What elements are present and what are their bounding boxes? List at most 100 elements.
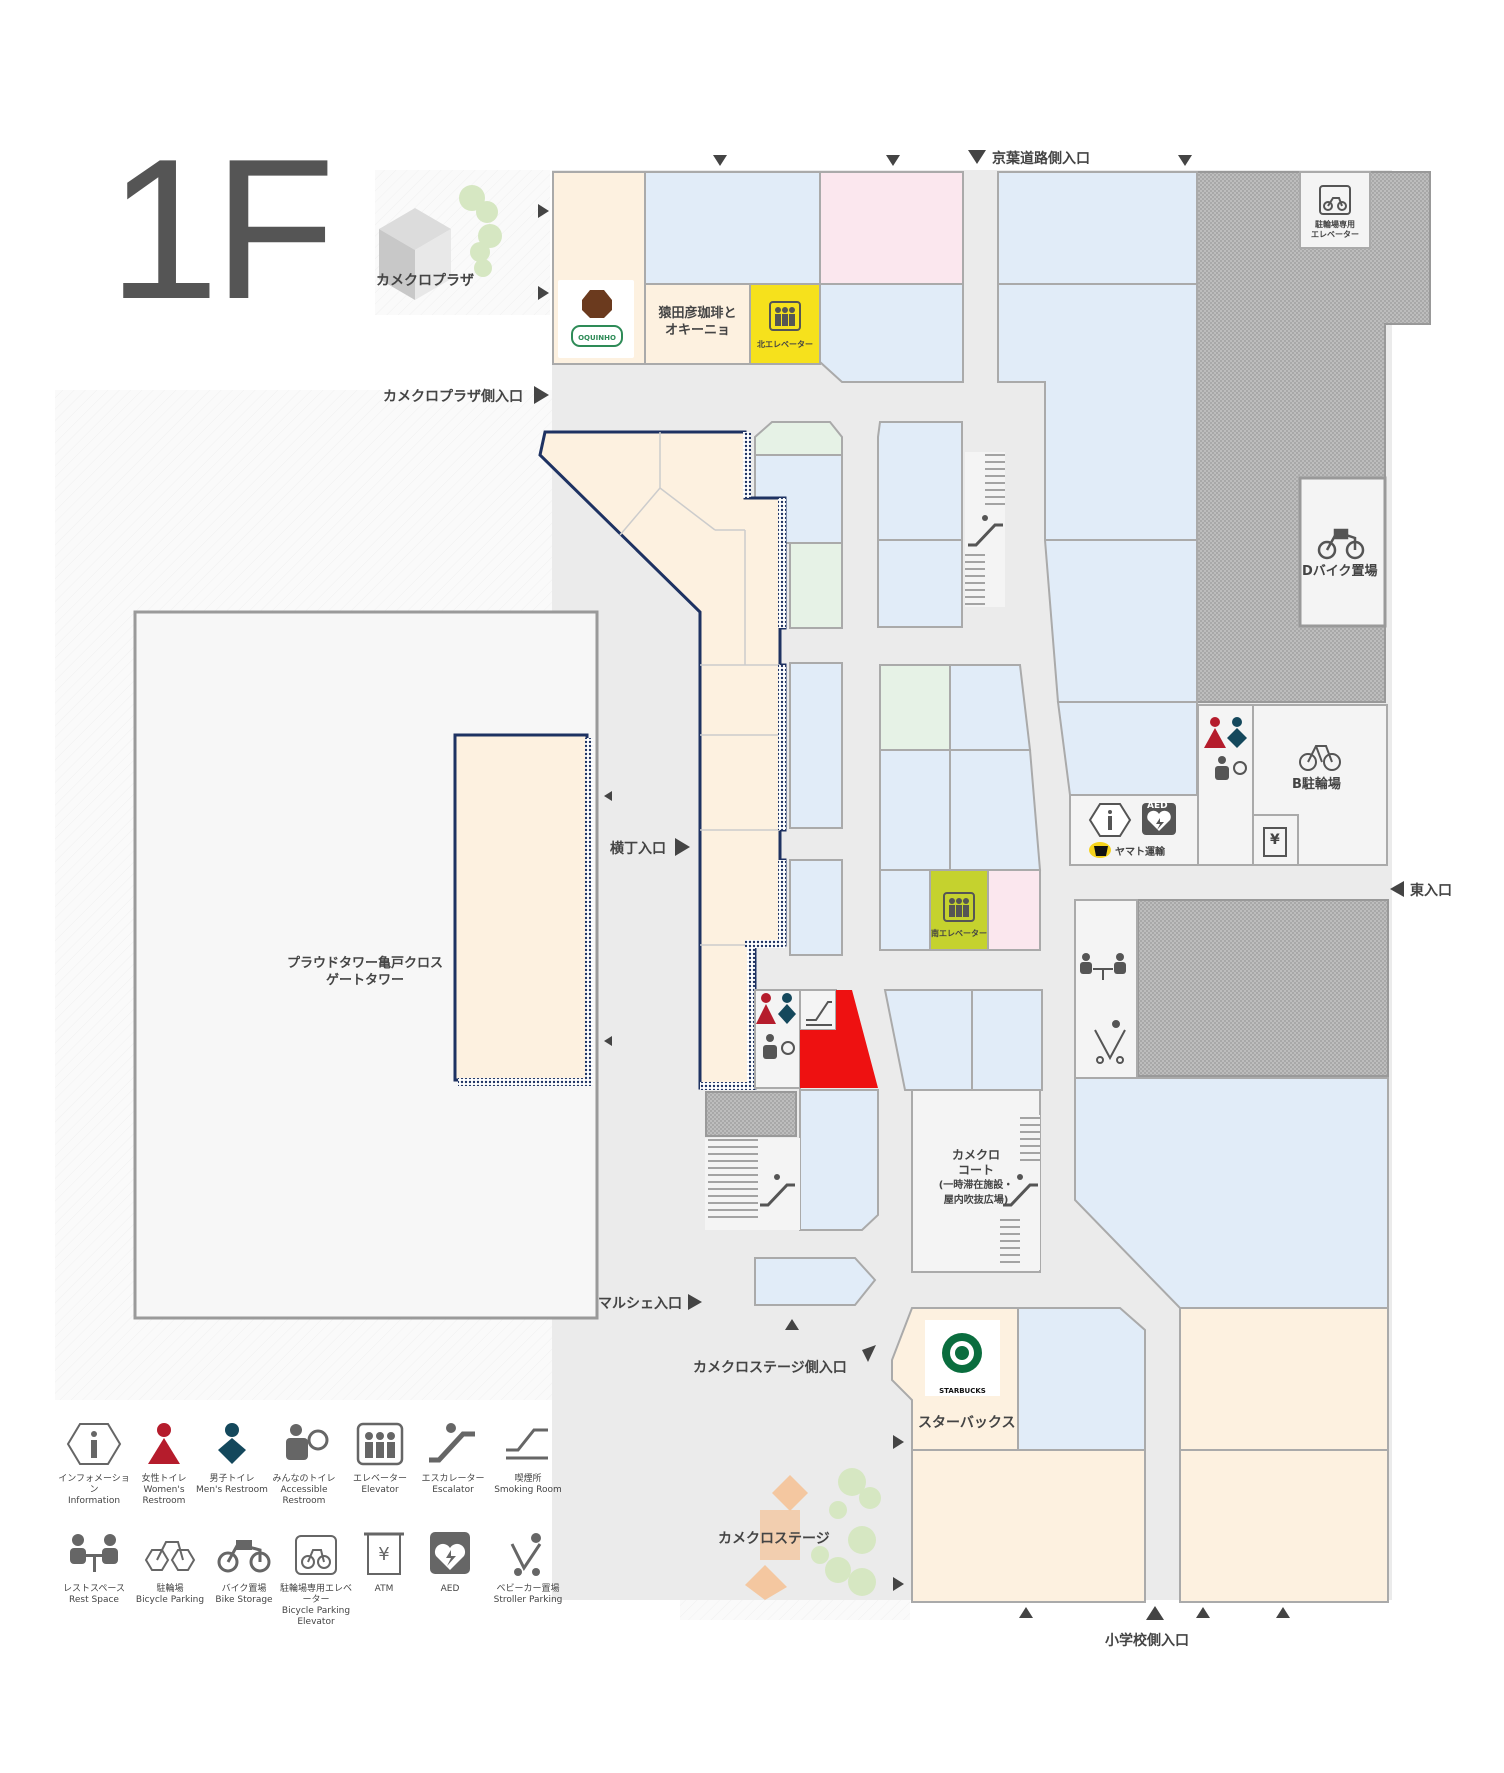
shop-south-blue-3	[754, 1257, 877, 1306]
shop-mid-blue-3	[879, 749, 951, 871]
b-bicycle-parking-icon	[1299, 745, 1341, 771]
entrance-higashi-label[interactable]: 東入口	[1410, 883, 1452, 899]
smoking-room-red-area	[800, 990, 878, 1088]
legend-en: Information	[67, 1496, 121, 1506]
smoking-room-icon	[506, 1428, 548, 1460]
escalator-court	[1000, 1115, 1040, 1270]
legend-en: Rest Space	[69, 1595, 119, 1605]
starbucks-logo-text: STARBUCKS	[939, 1387, 986, 1395]
restroom-box-west	[754, 989, 801, 1089]
legend-ja: 駐輪場	[156, 1584, 184, 1594]
entrance-kamekuro-plaza-side-label[interactable]: カメクロプラザ側入口	[383, 389, 523, 405]
shop-sarutahiko-label[interactable]: 猿田彦珈琲と オキーニョ	[645, 305, 750, 339]
parking-area-small	[705, 1091, 797, 1137]
atm-symbol: ¥	[1270, 832, 1280, 848]
bicycle-parking-elevator-icon	[295, 1535, 337, 1575]
legend-ja: エレベーター	[352, 1474, 407, 1484]
entrance-elementary-school-side-label[interactable]: 小学校側入口	[1105, 1633, 1189, 1649]
entrance-marche-label[interactable]: マルシェ入口	[598, 1296, 682, 1312]
shop-center-green-2	[789, 542, 843, 629]
legend-ja: 喫煙所	[514, 1474, 542, 1484]
bicycle-elevator-line1: 駐輪場専用	[1315, 220, 1355, 229]
tower-inner-shop	[453, 733, 589, 1082]
south-elevator-label: 南エレベーター	[931, 929, 987, 938]
entrance-keiyo-road-label[interactable]: 京葉道路側入口	[992, 151, 1090, 167]
shop-south-blue-2	[799, 1089, 879, 1231]
d-bike-storage-area	[1298, 476, 1387, 628]
rest-space-box	[1074, 899, 1138, 1079]
legend-ja: バイク置場	[221, 1584, 267, 1594]
entrance-kamekuro-stage-side-label[interactable]: カメクロステージ側入口	[693, 1360, 847, 1376]
restroom-box-east	[1197, 704, 1254, 866]
entrance-yokocho-label[interactable]: 横丁入口	[610, 841, 666, 857]
svg-text:¥: ¥	[378, 1544, 389, 1565]
atm-icon	[1263, 827, 1287, 857]
mens-restroom-icon-west	[778, 993, 796, 1024]
womens-restroom-icon-west	[756, 993, 776, 1024]
womens-restroom-icon	[148, 1423, 180, 1464]
legend-ja: インフォメーション	[58, 1474, 130, 1495]
shop-southeast-beige-1	[1179, 1307, 1389, 1451]
legend-en: AED	[440, 1584, 460, 1594]
aed-icon	[1142, 803, 1176, 835]
shop-starbucks-label[interactable]: スターバックス	[918, 1415, 1016, 1431]
d-bike-storage-label: Dバイク置場	[1302, 564, 1378, 579]
bicycle-parking-elevator-label: 駐輪場専用 エレベーター	[1300, 220, 1370, 240]
kamekuro-court-label: カメクロ コート (一時滞在施設・ 屋内吹抜広場)	[912, 1148, 1040, 1208]
shop-center-blue-2	[789, 662, 843, 829]
plaza-trees	[459, 185, 502, 277]
legend-ja: ベビーカー置場	[496, 1584, 560, 1594]
legend-ja: みんなのトイレ	[272, 1474, 336, 1484]
accessible-restroom-icon-west	[763, 1034, 795, 1059]
kamekuro-stage-blocks	[745, 1475, 808, 1600]
tower-label-line1: プラウドタワー亀戸クロス	[286, 956, 443, 971]
mens-restroom-icon-east	[1227, 717, 1247, 748]
starbucks-logo	[925, 1320, 1000, 1396]
legend-atm: ¥ ATM	[344, 1530, 424, 1595]
legend-ja: 女性トイレ	[141, 1474, 187, 1484]
legend-en: Escalator	[432, 1485, 474, 1495]
bicycle-elevator-line2: エレベーター	[1311, 230, 1359, 239]
shop-south-beige-stage	[911, 1449, 1146, 1603]
aed-map-label: AED	[1147, 801, 1168, 811]
legend-en: Elevator	[361, 1485, 399, 1495]
smoking-room-icon	[806, 1001, 832, 1026]
legend-aed: AED	[410, 1530, 490, 1595]
okinho-logo-text: OQUINHO	[578, 334, 616, 342]
legend-en: Women's Restroom	[142, 1485, 186, 1506]
legend-en: Bike Storage	[215, 1595, 273, 1605]
rest-space-icon	[70, 1534, 118, 1572]
mens-restroom-icon	[218, 1423, 246, 1464]
shop-mid-green	[879, 664, 951, 751]
atm-icon: ¥	[364, 1532, 404, 1575]
court-label-line3: (一時滞在施設・	[938, 1180, 1014, 1191]
yamato-logo-icon	[1089, 842, 1111, 858]
bike-storage-icon	[217, 1540, 271, 1573]
court-label-line4: 屋内吹抜広場)	[943, 1195, 1009, 1206]
shop-south-blue-4	[1017, 1307, 1146, 1451]
shop-south-blue-1	[883, 989, 1043, 1091]
b-bicycle-parking-label: B駐輪場	[1292, 777, 1341, 792]
kamekuro-plaza-cube	[379, 208, 451, 300]
shop-east-blue-lower	[1056, 701, 1198, 796]
kamekuro-plaza-label: カメクロプラザ	[376, 273, 474, 289]
bicycle-parking-elevator-icon	[1319, 185, 1351, 215]
escalator-icon-west	[760, 1174, 795, 1207]
north-elevator-icon	[769, 301, 801, 331]
legend-ja: エスカレーター	[421, 1474, 485, 1484]
parking-area-east	[1137, 899, 1389, 1077]
sarutahiko-line1: 猿田彦珈琲と	[658, 306, 737, 321]
shop-center-blue-3	[789, 859, 843, 956]
shop-north-pink	[819, 171, 964, 285]
shop-mid-blue-4	[949, 749, 1042, 871]
